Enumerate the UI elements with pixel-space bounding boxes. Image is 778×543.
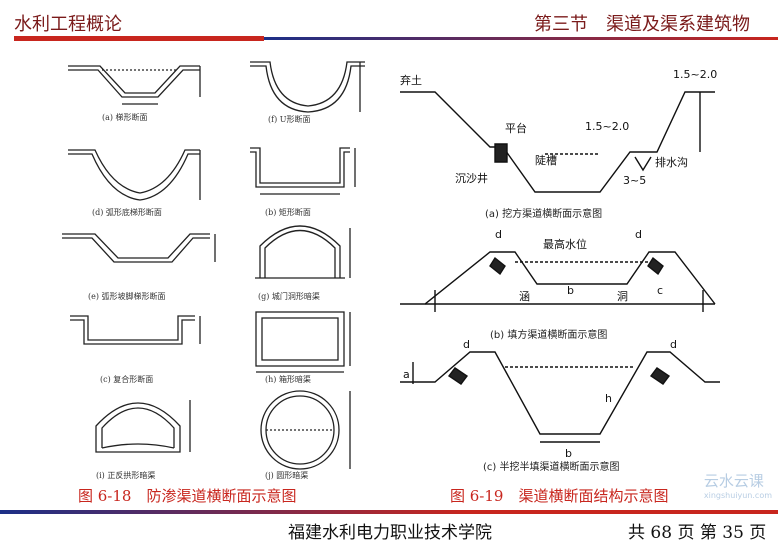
caption-fill: (b) 填方渠道横断面示意图 bbox=[490, 328, 607, 341]
label-d-left-b: d bbox=[495, 228, 502, 241]
label-c-fill: c bbox=[657, 284, 663, 297]
label-culvert-left: 涵 bbox=[519, 289, 530, 303]
excavation-channel-drawing bbox=[400, 91, 715, 193]
caption-a: (a) 梯形断面 bbox=[102, 113, 148, 122]
section-title: 第三节 渠道及渠系建筑物 bbox=[534, 14, 750, 35]
caption-f: (f) U形断面 bbox=[268, 115, 311, 124]
caption-b: (b) 矩形断面 bbox=[265, 208, 311, 217]
label-spoil: 弃土 bbox=[400, 73, 422, 87]
anti-seepage-sections-figure bbox=[62, 61, 365, 470]
u-section-drawing bbox=[250, 61, 365, 113]
label-depth: 3~5 bbox=[623, 174, 646, 187]
figure-6-19-caption: 图 6-19 渠道横断面结构示意图 bbox=[450, 487, 669, 505]
footer-line bbox=[0, 510, 778, 514]
half-cut-half-fill-drawing bbox=[400, 351, 720, 443]
caption-e: (e) 弧形坡脚梯形断面 bbox=[88, 292, 166, 301]
box-culvert-drawing bbox=[255, 311, 351, 373]
label-d-left-c: d bbox=[463, 338, 470, 351]
composite-section-drawing bbox=[70, 315, 201, 345]
arc-foot-trapezoid-drawing bbox=[62, 233, 216, 263]
label-culvert-right: 洞 bbox=[617, 290, 628, 303]
watermark-text: 云水云课 bbox=[703, 472, 764, 490]
watermark-url: xingshuiyun.com bbox=[703, 491, 772, 500]
fill-channel-drawing bbox=[400, 251, 716, 312]
caption-g: (g) 城门洞形暗渠 bbox=[258, 292, 320, 301]
figure-6-18-caption: 图 6-18 防渗渠道横断面示意图 bbox=[78, 487, 297, 505]
label-max-level: 最高水位 bbox=[543, 237, 587, 251]
rectangle-section-drawing bbox=[250, 147, 356, 195]
reverse-arch-culvert-drawing bbox=[95, 400, 191, 453]
caption-j: (j) 圆形暗渠 bbox=[265, 471, 309, 480]
page-indicator: 共 68 页 第 35 页 bbox=[628, 523, 767, 543]
label-b-fill: b bbox=[567, 284, 574, 297]
caption-h: (h) 箱形暗渠 bbox=[265, 375, 311, 384]
header-accent-bar bbox=[14, 36, 264, 41]
label-slope-mid: 1.5~2.0 bbox=[585, 120, 629, 133]
watermark-logo: 云水云课 xingshuiyun.com bbox=[704, 470, 772, 500]
label-h-half: h bbox=[605, 392, 612, 405]
institution-name: 福建水利电力职业技术学院 bbox=[288, 523, 492, 543]
label-a-half: a bbox=[403, 368, 410, 381]
caption-i: (i) 正反拱形暗渠 bbox=[96, 471, 156, 480]
caption-half: (c) 半挖半填渠道横断面示意图 bbox=[483, 460, 619, 472]
caption-d: (d) 弧形底梯形断面 bbox=[92, 208, 162, 217]
label-drain-ditch: 排水沟 bbox=[655, 155, 688, 169]
label-steep-slope: 陡槽 bbox=[535, 154, 557, 167]
trapezoid-section-drawing bbox=[68, 65, 201, 105]
arc-bottom-trapezoid-drawing bbox=[68, 149, 201, 201]
label-platform: 平台 bbox=[505, 121, 527, 135]
circular-culvert-drawing bbox=[260, 390, 351, 470]
label-b-half: b bbox=[565, 447, 572, 460]
course-title: 水利工程概论 bbox=[14, 14, 122, 35]
label-slope-top: 1.5~2.0 bbox=[673, 68, 717, 81]
channel-structure-figure: 弃土 平台 1.5~2.0 1.5~2.0 陡槽 沉沙井 排水沟 3~5 最高水… bbox=[400, 68, 720, 472]
caption-c: (c) 复合形断面 bbox=[100, 375, 154, 384]
label-d-right-b: d bbox=[635, 228, 642, 241]
label-sand-well: 沉沙井 bbox=[455, 171, 488, 185]
caption-excavation: (a) 挖方渠道横断面示意图 bbox=[485, 207, 602, 220]
gate-arch-culvert-drawing bbox=[255, 225, 351, 279]
header-gradient-line bbox=[264, 37, 778, 40]
label-d-right-c: d bbox=[670, 338, 677, 351]
